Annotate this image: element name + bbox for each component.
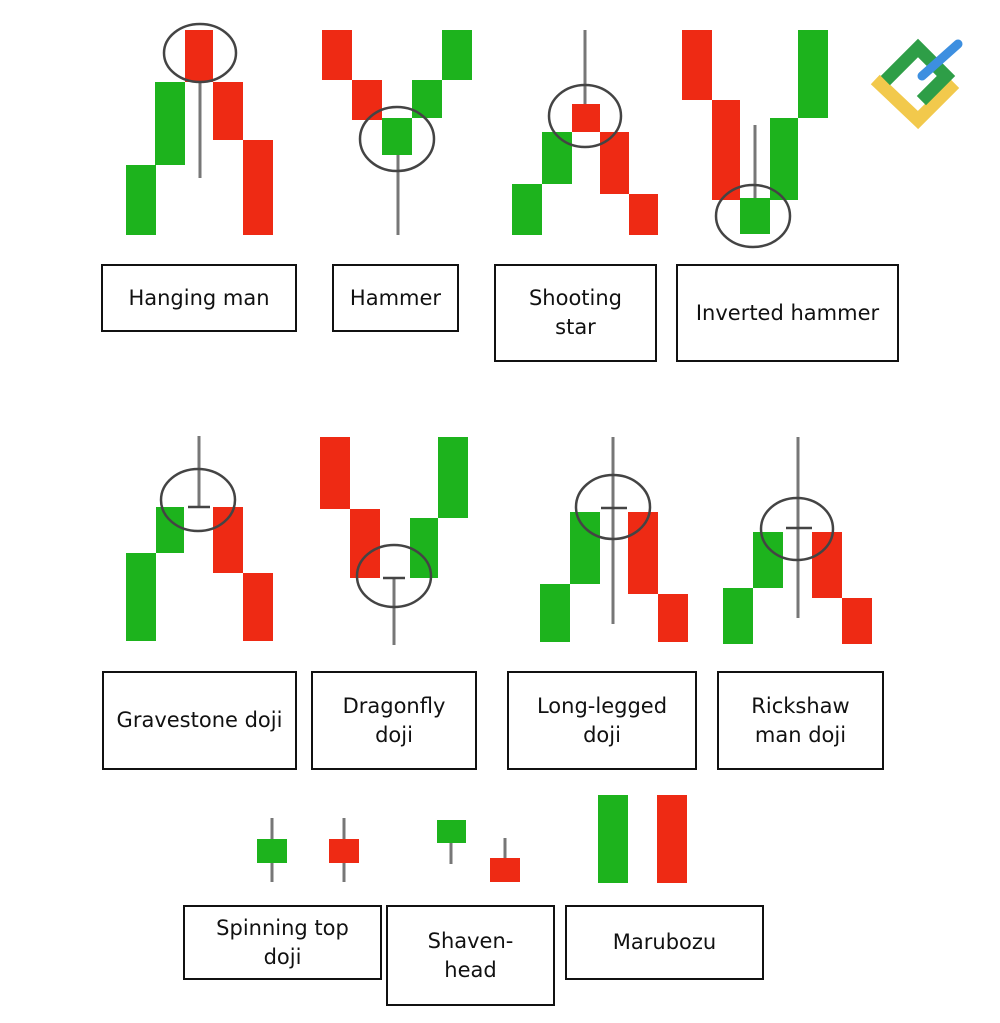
highlight-circle: [574, 473, 652, 541]
bullish-candle: [126, 553, 156, 641]
label-inverted-hammer: Inverted hammer: [676, 264, 899, 362]
bearish-candle: [572, 104, 600, 132]
bullish-candle: [438, 437, 468, 518]
bullish-candle: [598, 795, 628, 883]
shooting-star-figure: [512, 30, 658, 235]
bearish-candle: [842, 598, 872, 644]
bullish-candle: [723, 588, 753, 644]
dragonfly-doji-figure: [320, 437, 468, 645]
bearish-candle: [658, 594, 688, 642]
bullish-candle: [512, 184, 542, 235]
label-gravestone-doji: Gravestone doji: [102, 671, 297, 770]
bearish-candle: [352, 80, 382, 120]
bullish-candle: [126, 165, 156, 235]
bearish-candle: [629, 194, 658, 235]
bullish-candle: [798, 30, 828, 118]
bullish-candle: [542, 132, 572, 184]
highlight-circle: [162, 22, 238, 84]
hammer-figure: [322, 30, 472, 235]
bearish-candle: [682, 30, 712, 100]
bearish-candle: [243, 140, 273, 235]
highlight-circle: [355, 543, 433, 609]
label-rickshaw-man-doji: Rickshaw man doji: [717, 671, 884, 770]
highlight-circle: [358, 105, 436, 173]
spinning-top-doji-figure: [257, 818, 359, 882]
bullish-candle: [770, 118, 798, 200]
label-spinning-top-doji: Spinning top doji: [183, 905, 382, 980]
gravestone-doji-figure: [126, 436, 273, 641]
bullish-candle: [156, 507, 184, 553]
bearish-candle: [657, 795, 687, 883]
long-legged-doji-figure: [540, 437, 688, 642]
bearish-candle: [322, 30, 352, 80]
bullish-candle: [570, 512, 600, 584]
bullish-candle: [410, 518, 438, 578]
label-long-legged-doji: Long-legged doji: [507, 671, 697, 770]
label-marubozu: Marubozu: [565, 905, 764, 980]
bearish-candle: [243, 573, 273, 641]
label-hanging-man: Hanging man: [101, 264, 297, 332]
bearish-candle: [350, 509, 380, 578]
highlight-circle: [714, 183, 792, 249]
shaven-head-figure: [437, 820, 520, 882]
highlight-circle: [159, 467, 237, 533]
brand-logo-icon: [870, 38, 963, 130]
bearish-candle: [320, 437, 350, 509]
bearish-candle: [812, 532, 842, 598]
bearish-candle: [490, 858, 520, 882]
label-hammer: Hammer: [332, 264, 459, 332]
bearish-candle: [185, 30, 213, 82]
label-dragonfly-doji: Dragonfly doji: [311, 671, 477, 770]
bullish-candle: [753, 532, 783, 588]
bullish-candle: [257, 839, 287, 863]
highlight-circle: [759, 496, 835, 562]
label-shooting-star: Shooting star: [494, 264, 657, 362]
inverted-hammer-figure: [682, 30, 828, 249]
bullish-candle: [437, 820, 466, 843]
bullish-candle: [540, 584, 570, 642]
bearish-candle: [712, 100, 740, 200]
bearish-candle: [329, 839, 359, 863]
bullish-candle: [740, 198, 770, 234]
highlight-circle: [547, 83, 623, 149]
rickshaw-man-doji-figure: [723, 437, 872, 644]
bullish-candle: [382, 118, 412, 155]
bearish-candle: [213, 82, 243, 140]
bullish-candle: [155, 82, 185, 165]
marubozu-figure: [598, 795, 687, 883]
bullish-candle: [442, 30, 472, 80]
label-shaven-head: Shaven- head: [386, 905, 555, 1006]
hanging-man-figure: [126, 22, 273, 235]
